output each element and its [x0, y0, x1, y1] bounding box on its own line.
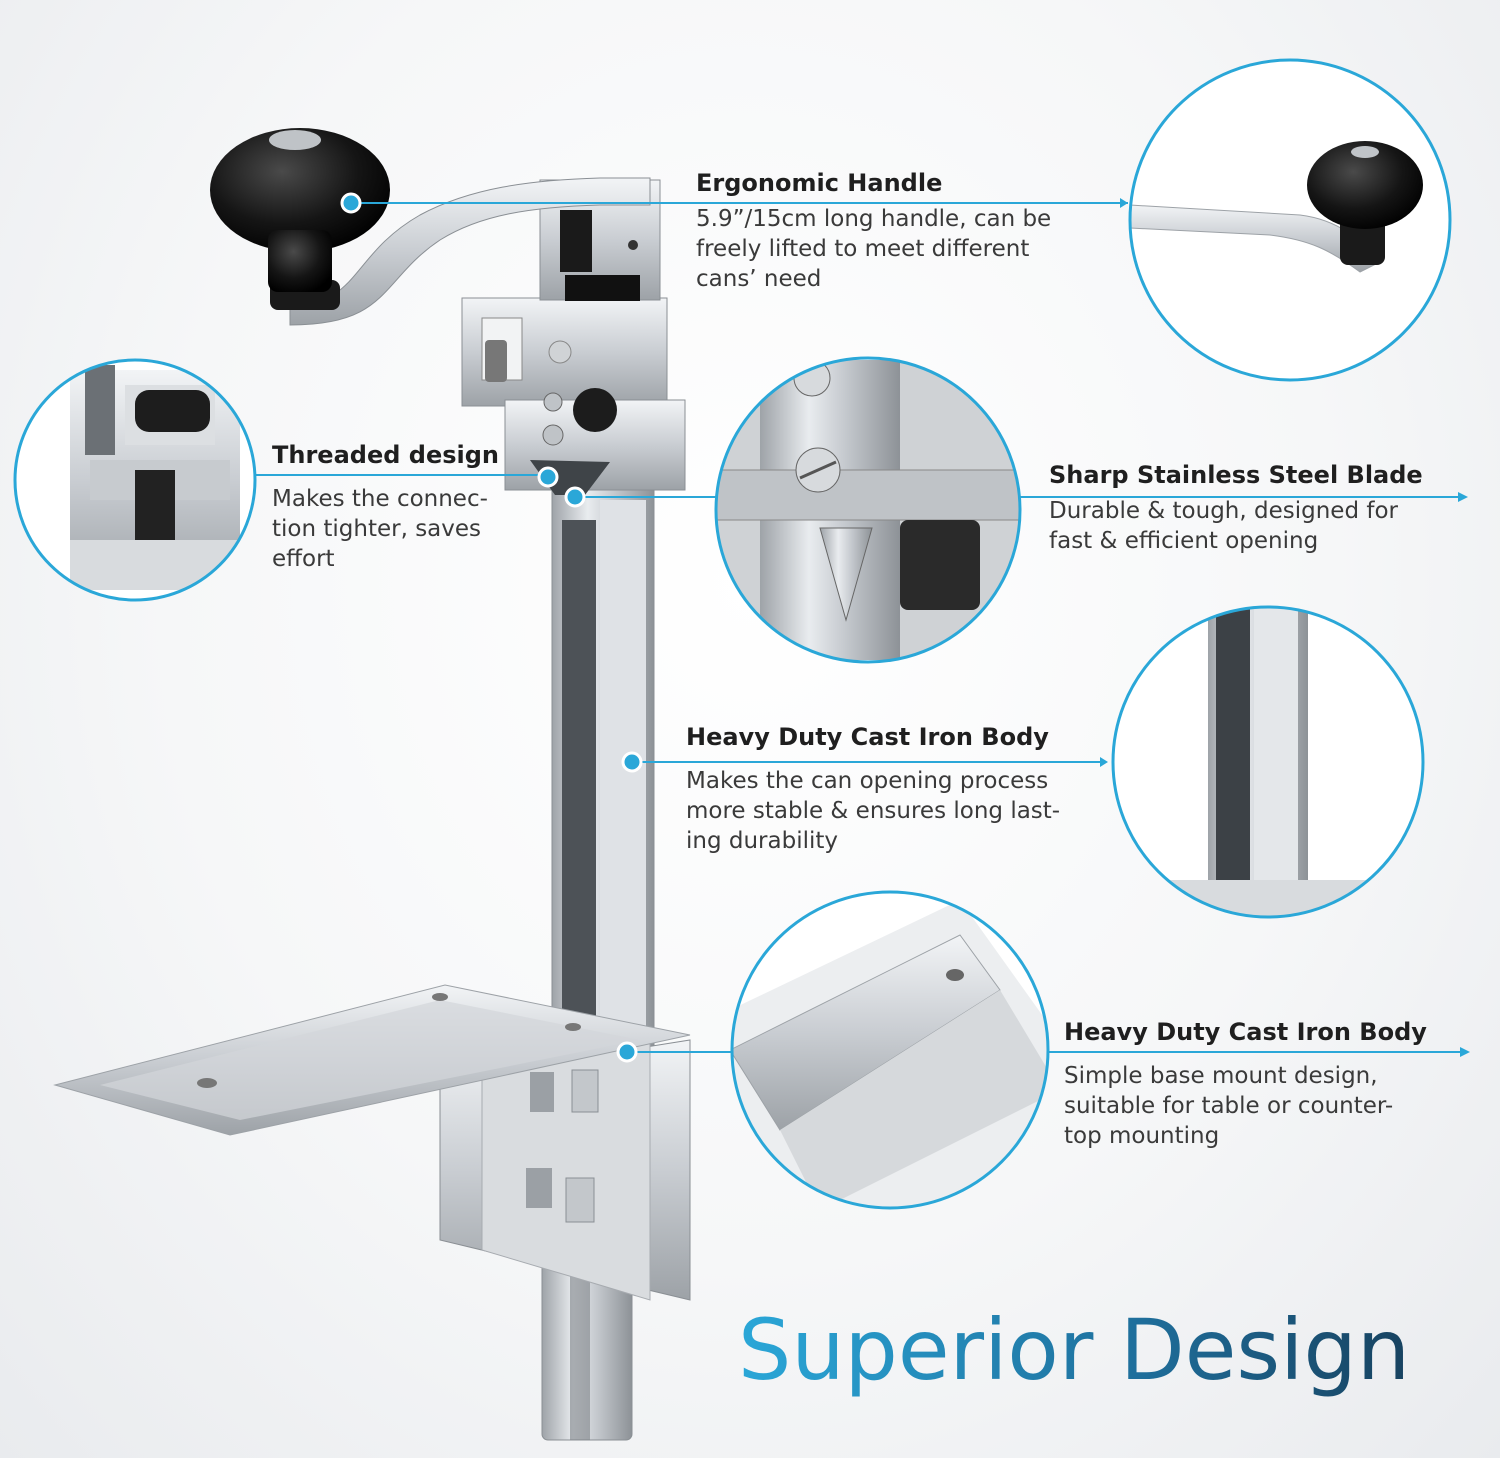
callout-stainless-blade: Sharp Stainless Steel Blade Durable & to…: [1049, 460, 1423, 556]
callout-description: Simple base mount design, suitable for t…: [1064, 1063, 1394, 1149]
callout-description: 5.9”/15cm long handle, can be freely lif…: [696, 206, 1052, 292]
callout-title: Ergonomic Handle: [696, 169, 943, 197]
leader-dots: [340, 192, 643, 1063]
callout-title: Heavy Duty Cast Iron Body: [1064, 1018, 1427, 1046]
headline: Superior Design: [738, 1300, 1458, 1400]
detail-blade-circle: [714, 356, 1022, 664]
can-opener: [53, 128, 691, 1441]
callout-ergonomic-handle: Ergonomic Handle 5.9”/15cm long handle, …: [696, 168, 1051, 294]
callout-title: Heavy Duty Cast Iron Body: [686, 723, 1049, 751]
callout-description: Durable & tough, designed for fast & eff…: [1049, 498, 1398, 554]
callout-description: Makes the connec- tion tighter, saves ef…: [272, 486, 488, 572]
callout-threaded-design: Threaded design Makes the connec- tion t…: [272, 440, 499, 574]
callout-title: Threaded design: [272, 441, 499, 469]
detail-body-circle: [1111, 605, 1425, 919]
leader-arrows: [1100, 198, 1470, 1057]
callout-description: Makes the can opening process more stabl…: [686, 768, 1061, 854]
detail-handle-circle: [1128, 58, 1452, 382]
callout-base-mount: Heavy Duty Cast Iron Body Simple base mo…: [1064, 1017, 1427, 1151]
detail-threaded-circle: [13, 358, 257, 602]
detail-base-circle: [730, 890, 1050, 1210]
callout-cast-iron-body: Heavy Duty Cast Iron Body Makes the can …: [686, 722, 1060, 856]
callout-title: Sharp Stainless Steel Blade: [1049, 461, 1423, 489]
